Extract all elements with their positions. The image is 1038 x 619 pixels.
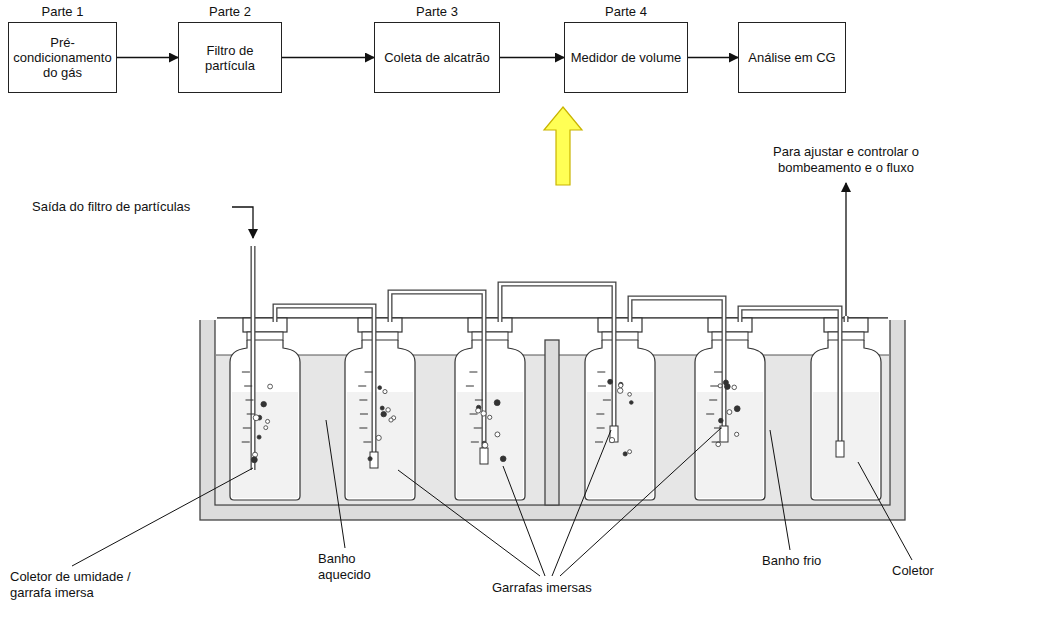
callout-label: Coletor [892, 563, 962, 579]
process-box: Parte 3Coleta de alcatrão [374, 22, 500, 93]
immersed-bottles [230, 246, 881, 500]
bath-divider [545, 340, 559, 505]
process-box: Parte 2Filtro de partícula [178, 22, 282, 93]
highlight-arrow [544, 107, 582, 185]
bath-inner [215, 318, 890, 505]
leader-lines [72, 420, 912, 576]
callout-label: Garrafas imersas [492, 580, 622, 596]
part-heading: Parte 2 [179, 4, 281, 19]
flow-arrow [117, 57, 178, 58]
process-box: Parte 1Pré-condicionamento do gás [8, 22, 117, 93]
box-text: Análise em CG [748, 50, 835, 65]
part-heading: Parte 3 [375, 4, 499, 19]
outlet-line [845, 183, 846, 316]
part-heading: Parte 4 [565, 4, 687, 19]
flow-arrow [688, 57, 738, 58]
box-text: Pré-condicionamento do gás [12, 35, 113, 80]
bath-wall [200, 318, 905, 520]
box-text: Medidor de volume [571, 50, 682, 65]
callout-label: Para ajustar e controlar o bombeamento e… [736, 144, 956, 176]
flow-arrow [500, 57, 564, 58]
inlet-line [232, 207, 253, 238]
process-box: Análise em CG [738, 22, 846, 93]
box-text: Coleta de alcatrão [384, 50, 490, 65]
part-heading: Parte 1 [9, 4, 116, 19]
callout-label: Banho frio [762, 553, 822, 569]
callout-label: Banho aquecido [318, 551, 388, 583]
box-text: Filtro de partícula [182, 43, 278, 73]
flow-arrow [282, 57, 374, 58]
process-box: Parte 4Medidor de volume [564, 22, 688, 93]
callout-label: Coletor de umidade / garrafa imersa [10, 569, 170, 601]
callout-label: Saída do filtro de partículas [32, 199, 232, 215]
